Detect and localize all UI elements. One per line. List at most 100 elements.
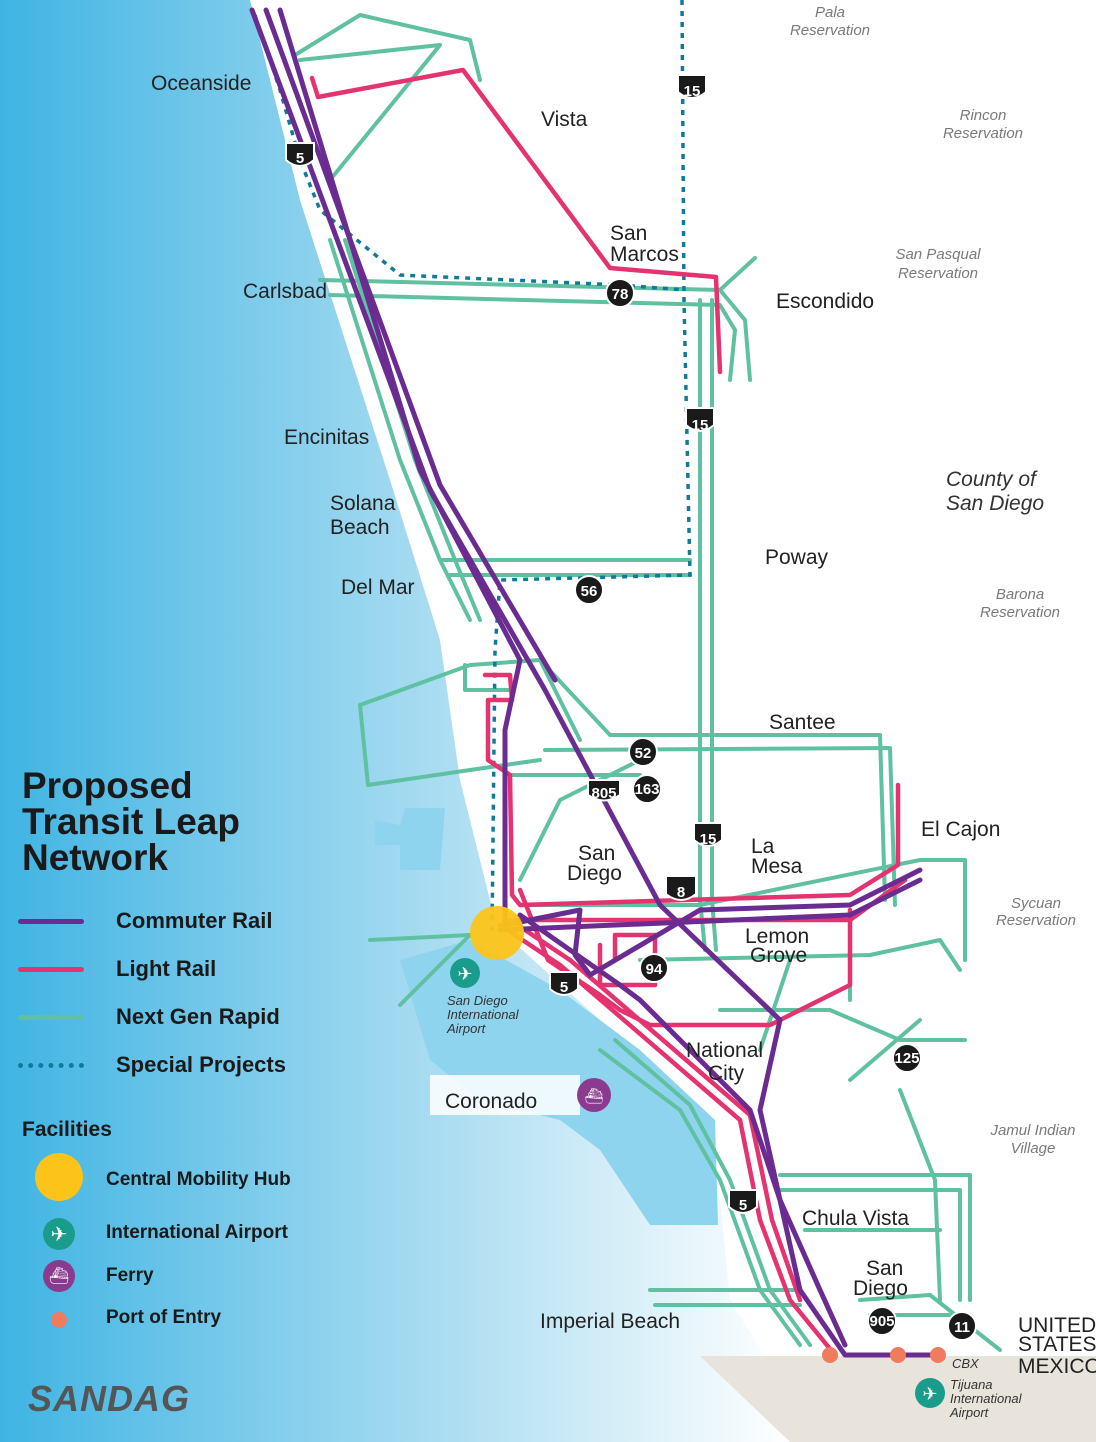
commuter-rail-lines: [249, 7, 933, 1358]
label-escondido: Escondido: [776, 290, 874, 313]
facilities-title: Facilities: [22, 1118, 112, 1141]
mission-bay: [375, 808, 445, 870]
svg-text:52: 52: [635, 745, 652, 762]
label-chula-vista: Chula Vista: [802, 1207, 909, 1230]
sr56-shield: 56: [574, 575, 604, 605]
sr52-shield: 52: [628, 737, 658, 767]
sr94-shield: 94: [639, 953, 669, 983]
label-vista: Vista: [541, 108, 588, 131]
svg-text:11: 11: [954, 1319, 970, 1336]
svg-text:Rincon: Rincon: [960, 107, 1007, 124]
legend-label: Next Gen Rapid: [116, 1004, 280, 1029]
place-labels: Oceanside Vista San Marcos Carlsbad Esco…: [151, 72, 1096, 1378]
svg-text:5: 5: [739, 1197, 747, 1214]
svg-text:Reservation: Reservation: [980, 604, 1060, 621]
legend-title-line-1: Proposed: [22, 765, 193, 806]
svg-text:905: 905: [869, 1313, 894, 1330]
svg-text:Tijuana: Tijuana: [950, 1377, 993, 1392]
svg-text:5: 5: [296, 150, 304, 167]
airport-icon: ✈: [43, 1218, 75, 1250]
svg-text:56: 56: [581, 583, 598, 600]
label-united-states-1: UNITED: [1018, 1314, 1096, 1337]
svg-text:805: 805: [591, 785, 616, 802]
label-la-mesa-1: La: [751, 835, 775, 858]
label-oceanside: Oceanside: [151, 72, 251, 95]
airport-labels: San Diego International Airport Tijuana …: [446, 993, 1023, 1420]
label-imperial-beach: Imperial Beach: [540, 1310, 680, 1333]
sr125-shield: 125: [892, 1043, 922, 1073]
svg-text:5: 5: [560, 979, 568, 996]
label-san-marcos-2: Marcos: [610, 243, 679, 266]
svg-text:Barona: Barona: [996, 586, 1044, 603]
legend-title: Proposed Transit Leap Network: [22, 765, 240, 878]
sandag-logo: SANDAG: [28, 1378, 191, 1419]
label-lemon-grove-1: Lemon: [745, 925, 809, 948]
facility-label: Port of Entry: [106, 1307, 222, 1328]
reservation-labels: Pala Reservation Rincon Reservation San …: [790, 4, 1076, 1157]
svg-text:15: 15: [684, 83, 701, 100]
label-san-marcos-1: San: [610, 222, 647, 245]
legend-title-line-2: Transit Leap: [22, 801, 240, 842]
svg-text:Reservation: Reservation: [790, 22, 870, 39]
highway-shields: 5 15 78 15 56 52 805 163 15 8 94 5 125 5…: [285, 74, 977, 1341]
svg-text:15: 15: [700, 831, 717, 848]
light-rail-swatch: [18, 966, 84, 972]
legend-label: Commuter Rail: [116, 908, 273, 933]
label-national-city-1: National: [686, 1039, 763, 1062]
label-san-diego-south-2: Diego: [853, 1277, 908, 1300]
label-carlsbad: Carlsbad: [243, 280, 327, 303]
central-mobility-hub: [470, 906, 524, 960]
svg-text:Airport: Airport: [446, 1021, 487, 1036]
sr11-shield: 11: [947, 1311, 977, 1341]
mobility-hub-icon: [35, 1153, 83, 1201]
i5-north-shield: 5: [285, 142, 315, 167]
label-national-city-2: City: [708, 1062, 745, 1085]
ports-of-entry: [822, 1347, 946, 1363]
sr78-shield: 78: [605, 278, 635, 308]
label-san-diego-2: Diego: [567, 862, 622, 885]
legend-title-line-3: Network: [22, 837, 168, 878]
commuter-rail-swatch: [18, 918, 84, 924]
svg-text:International: International: [950, 1391, 1023, 1406]
sd-airport-icon: [450, 958, 480, 988]
legend-next-gen-rapid: Next Gen Rapid: [18, 1004, 280, 1030]
i805-shield: 805: [587, 779, 621, 802]
legend-commuter-rail: Commuter Rail: [18, 908, 272, 934]
svg-text:Airport: Airport: [949, 1405, 990, 1420]
svg-text:125: 125: [894, 1050, 919, 1067]
port-of-entry-icon: [51, 1312, 67, 1328]
label-county-2: San Diego: [946, 492, 1044, 515]
label-united-states-2: STATES: [1018, 1333, 1096, 1356]
next-gen-rapid-swatch: [18, 1014, 84, 1020]
ferry-icon: ⛴: [43, 1260, 75, 1292]
label-san-diego-south-1: San: [866, 1257, 903, 1280]
label-encinitas: Encinitas: [284, 426, 369, 449]
svg-text:Sycuan: Sycuan: [1011, 895, 1061, 912]
i15-mid-shield: 15: [685, 407, 715, 434]
svg-text:Reservation: Reservation: [943, 125, 1023, 142]
label-poway: Poway: [765, 546, 829, 569]
special-projects-swatch: [18, 1062, 84, 1068]
svg-text:94: 94: [646, 961, 663, 978]
label-lemon-grove-2: Grove: [750, 944, 807, 967]
coronado-land: [430, 1075, 580, 1115]
svg-text:⛴: ⛴: [584, 1087, 603, 1105]
i15-north-shield: 15: [677, 74, 707, 100]
label-la-mesa-2: Mesa: [751, 855, 803, 878]
svg-text:San Diego: San Diego: [447, 993, 508, 1008]
label-county-1: County of: [946, 468, 1038, 491]
label-mexico: MEXICO: [1018, 1355, 1096, 1378]
label-el-cajon: El Cajon: [921, 818, 1000, 841]
legend-label: Light Rail: [116, 956, 217, 981]
mexico-area: [700, 1356, 1096, 1442]
facility-label: Ferry: [106, 1265, 154, 1286]
label-solana-beach-1: Solana: [330, 492, 396, 515]
svg-text:Reservation: Reservation: [898, 265, 978, 282]
svg-text:8: 8: [677, 884, 685, 901]
svg-text:163: 163: [634, 781, 659, 798]
svg-text:Pala: Pala: [815, 4, 845, 21]
ferry-icon: [577, 1078, 611, 1112]
svg-text:Reservation: Reservation: [996, 912, 1076, 929]
facility-label: Central Mobility Hub: [106, 1169, 291, 1190]
